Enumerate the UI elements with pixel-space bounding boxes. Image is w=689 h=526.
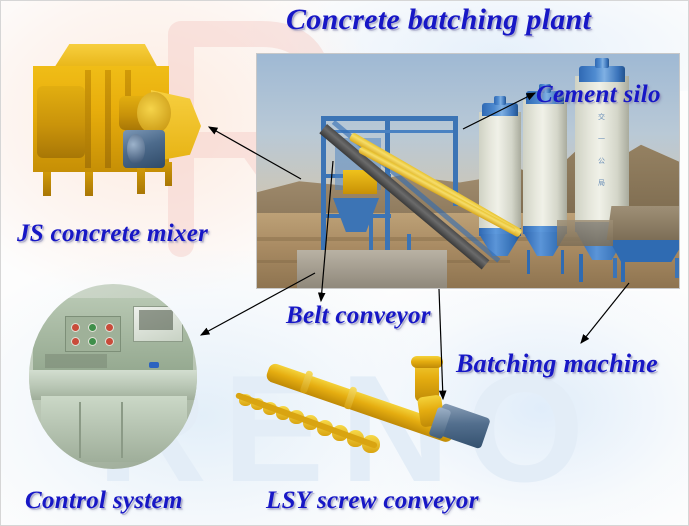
photo-cement-silo-large — [575, 76, 629, 224]
photo-tower-beam — [321, 116, 457, 121]
mixer-leg — [137, 168, 145, 194]
photo-batching-machine — [606, 206, 679, 240]
control-blue-knob — [149, 362, 159, 368]
mixer-lid — [52, 44, 159, 70]
photo-silo-leg — [621, 254, 625, 282]
photo-belt-support — [369, 204, 373, 262]
screw-helical-flight — [233, 392, 393, 453]
photo-silo-vent — [494, 96, 506, 105]
photo-silo-leg — [561, 250, 564, 274]
photo-tower-column — [453, 116, 458, 206]
photo-silo-text: 公 — [598, 157, 605, 165]
lsy-screw-conveyor-image — [233, 356, 503, 466]
js-concrete-mixer-image — [19, 34, 214, 209]
label-cement-silo: Cement silo — [536, 81, 661, 108]
photo-silo-text: 一 — [598, 135, 605, 143]
mixer-rib — [85, 70, 91, 168]
photo-tower-beam — [321, 130, 457, 133]
photo-silo-vent — [539, 84, 551, 93]
control-button-box — [65, 316, 121, 352]
mixer-rib — [105, 70, 111, 168]
photo-batcher-leg — [675, 258, 679, 278]
screw-inlet-flange — [411, 356, 443, 368]
photo-cement-silo-mid — [523, 100, 567, 228]
photo-aggregate-bin — [557, 220, 613, 246]
photo-concrete-pad — [297, 250, 447, 288]
control-desk-top — [29, 370, 197, 400]
mixer-leg — [43, 172, 51, 196]
label-lsy-screw-conveyor: LSY screw conveyor — [266, 487, 479, 514]
control-cabinet-seam — [79, 402, 81, 458]
mixer-drum — [37, 86, 85, 158]
control-cabinet — [41, 396, 187, 462]
mixer-motor-fan — [127, 134, 145, 164]
label-control-system: Control system — [25, 487, 183, 514]
photo-silo-text: 中 — [598, 91, 605, 99]
control-monitor-screen — [139, 310, 173, 330]
photo-batching-hopper — [609, 240, 679, 262]
photo-silo-band — [523, 226, 567, 234]
mixer-leg — [85, 172, 93, 196]
photo-silo-top — [579, 66, 625, 82]
control-cabinet-seam — [121, 402, 123, 458]
label-batching-machine: Batching machine — [456, 349, 658, 378]
arrow-to-batching-machine — [580, 282, 630, 344]
mixer-flange — [137, 92, 171, 134]
photo-silo-text: 局 — [598, 179, 605, 187]
photo-silo-leg — [579, 254, 583, 282]
photo-silo-band — [479, 228, 521, 236]
photo-silo-vent — [595, 58, 609, 68]
photo-silo-text: 交 — [598, 113, 605, 121]
mixer-leg — [165, 162, 172, 186]
page-title: Concrete batching plant — [286, 3, 592, 36]
photo-batcher-leg — [613, 258, 617, 278]
control-system-image — [29, 284, 197, 469]
label-js-concrete-mixer: JS concrete mixer — [17, 220, 209, 247]
label-belt-conveyor: Belt conveyor — [286, 302, 431, 329]
photo-silo-leg — [527, 250, 530, 274]
control-switch-row — [45, 354, 107, 368]
